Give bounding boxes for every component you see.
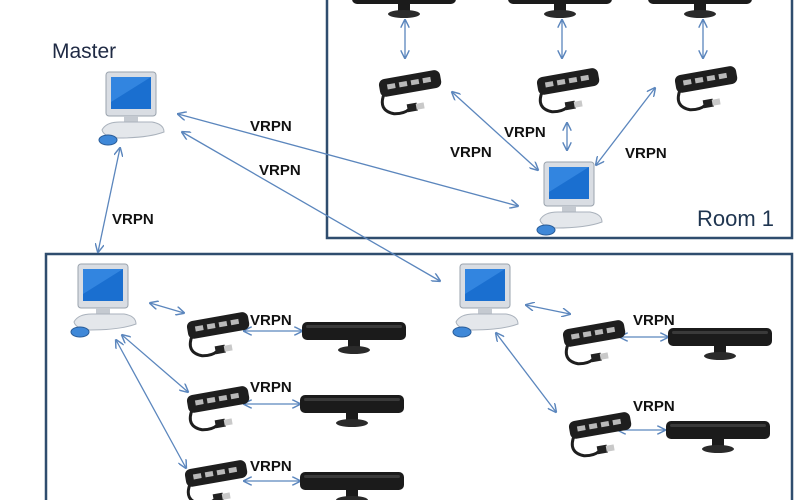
usb-hub-icon <box>376 67 447 118</box>
kinect-sensor-icon <box>300 472 404 500</box>
usb-hub-icon <box>184 309 255 360</box>
vrpn-label: VRPN <box>633 398 675 415</box>
computer-icon <box>536 161 603 236</box>
usb-hub-icon <box>534 65 605 116</box>
master-label: Master <box>52 40 116 63</box>
vrpn-label: VRPN <box>250 118 292 135</box>
kinect-sensor-icon <box>508 0 612 18</box>
kinect-sensor-icon <box>352 0 456 18</box>
usb-hub-icon <box>672 63 743 114</box>
vrpn-label: VRPN <box>112 211 154 228</box>
room1-label: Room 1 <box>697 206 774 231</box>
computer-icon <box>70 263 137 338</box>
usb-hub-icon <box>184 383 255 434</box>
computer-icon <box>452 263 519 338</box>
kinect-sensor-icon <box>302 322 406 354</box>
vrpn-label: VRPN <box>250 379 292 396</box>
kinect-sensor-icon <box>666 421 770 453</box>
lower-room-frame <box>44 252 794 500</box>
usb-hub-icon <box>566 409 637 460</box>
vrpn-label: VRPN <box>250 312 292 329</box>
vrpn-label: VRPN <box>259 162 301 179</box>
vrpn-label: VRPN <box>504 124 546 141</box>
kinect-sensor-icon <box>668 328 772 360</box>
connection-arrows <box>98 20 703 481</box>
vrpn-label: VRPN <box>450 144 492 161</box>
usb-hub-icon <box>182 457 253 500</box>
vrpn-label: VRPN <box>250 458 292 475</box>
kinect-sensor-icon <box>300 395 404 427</box>
computer-icon <box>98 71 165 146</box>
vrpn-label: VRPN <box>625 145 667 162</box>
kinect-sensor-icon <box>648 0 752 18</box>
vrpn-label: VRPN <box>633 312 675 329</box>
usb-hub-icon <box>560 317 631 368</box>
